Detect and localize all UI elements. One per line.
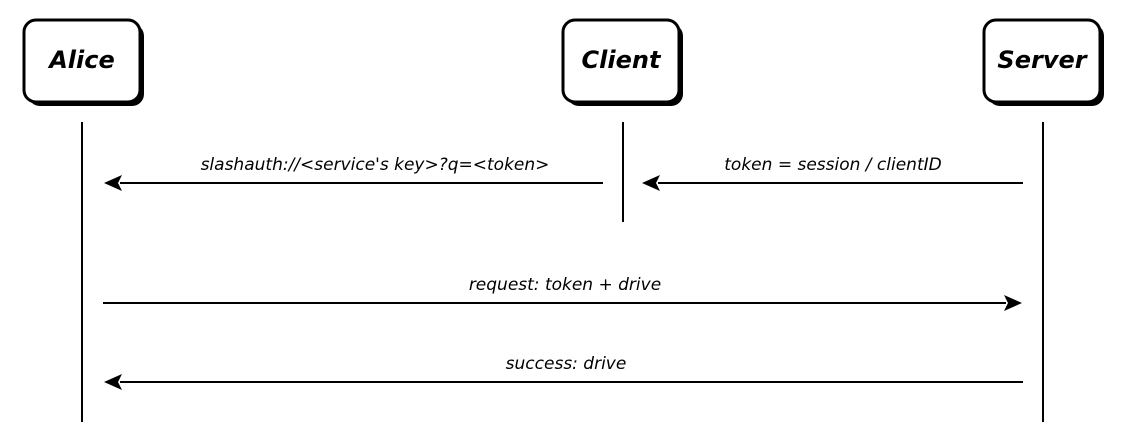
message-m1: slashauth://<service's key>?q=<token>: [104, 155, 603, 191]
message-m2-label: token = session / clientID: [724, 155, 941, 175]
message-m3-label: request: token + drive: [469, 275, 661, 295]
message-m4-arrowhead: [104, 374, 122, 390]
message-m2-arrowhead: [642, 175, 660, 191]
actor-alice: Alice: [22, 18, 144, 106]
message-m1-label: slashauth://<service's key>?q=<token>: [201, 155, 550, 175]
actor-server: Server: [982, 18, 1104, 106]
message-m4-label: success: drive: [506, 354, 627, 374]
actor-server-label: Server: [997, 46, 1088, 74]
actor-client-label: Client: [582, 46, 662, 74]
message-m3: request: token + drive: [103, 275, 1022, 311]
actor-alice-box: [22, 18, 142, 104]
message-m3-arrowhead: [1004, 295, 1022, 311]
actor-server-box: [982, 18, 1102, 104]
message-m2: token = session / clientID: [642, 155, 1023, 191]
actor-client: Client: [561, 18, 683, 106]
message-m4: success: drive: [104, 354, 1023, 390]
message-m1-arrowhead: [104, 175, 122, 191]
actor-alice-label: Alice: [47, 46, 115, 74]
actor-client-box: [561, 18, 681, 104]
